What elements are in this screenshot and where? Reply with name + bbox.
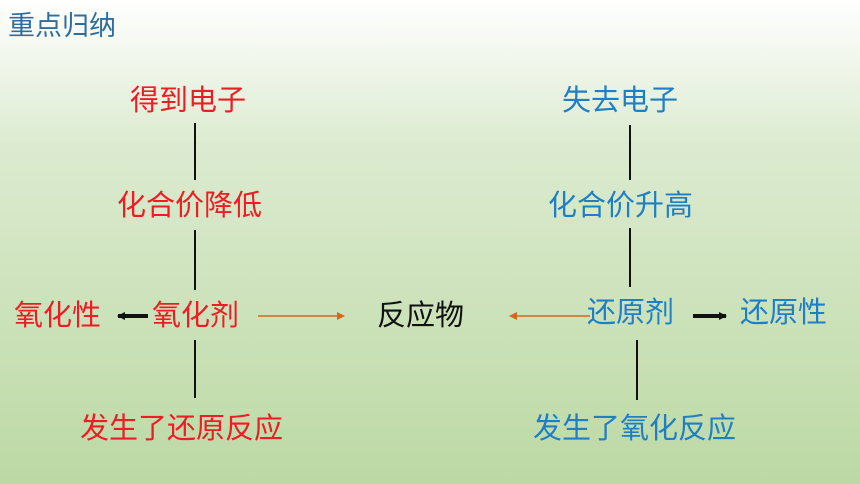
reduction-reaction-label: 发生了还原反应 [80, 411, 284, 445]
reactant-label: 反应物 [377, 298, 465, 332]
oxidation-reaction-label: 发生了氧化反应 [533, 411, 737, 445]
reducing-agent-label: 还原剂 [587, 295, 675, 329]
oxidizing-agent-label: 氧化剂 [152, 298, 240, 332]
page-title: 重点归纳 [8, 11, 116, 42]
gain-electrons-label: 得到电子 [130, 83, 247, 117]
reducing-property-label: 还原性 [740, 295, 828, 329]
valence-decrease-label: 化合价降低 [117, 188, 263, 222]
oxidizing-property-label: 氧化性 [14, 298, 102, 332]
lose-electrons-label: 失去电子 [562, 83, 679, 117]
valence-increase-label: 化合价升高 [548, 188, 694, 222]
